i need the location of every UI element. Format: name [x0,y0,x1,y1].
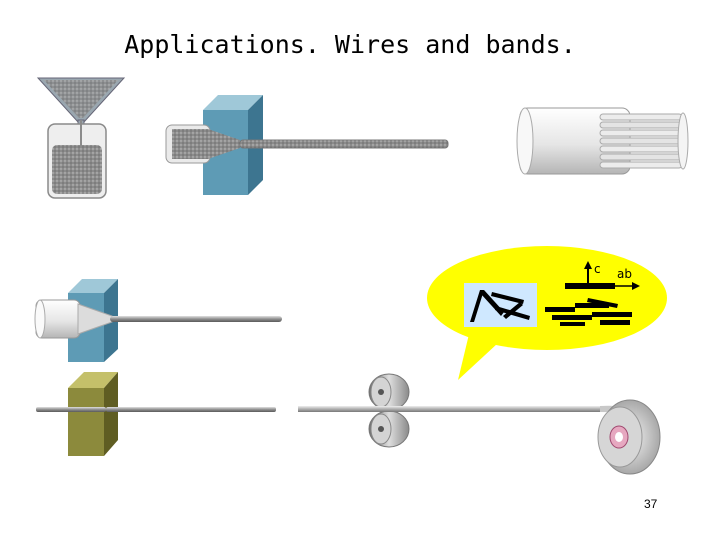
powder-tube [165,124,240,164]
ab-axis-label: ab [617,267,632,281]
drawn-wire-top [239,139,449,149]
rolling-mill [368,373,410,448]
aligned-grains: c ab [545,261,640,326]
filament-tube [34,299,113,339]
tape-coil [597,399,661,475]
ab-plane-bar [565,283,615,289]
page-number: 37 [644,497,658,511]
c-axis-label: c [594,262,601,276]
drawn-wire-middle [110,316,282,322]
flat-band [298,405,650,424]
beaker [47,120,107,199]
random-grains-box [464,283,537,327]
slide-title: Applications. Wires and bands. [124,30,576,59]
filament-bundle [516,107,689,175]
olive-die [68,372,118,456]
input-wire-bottom [36,407,276,412]
